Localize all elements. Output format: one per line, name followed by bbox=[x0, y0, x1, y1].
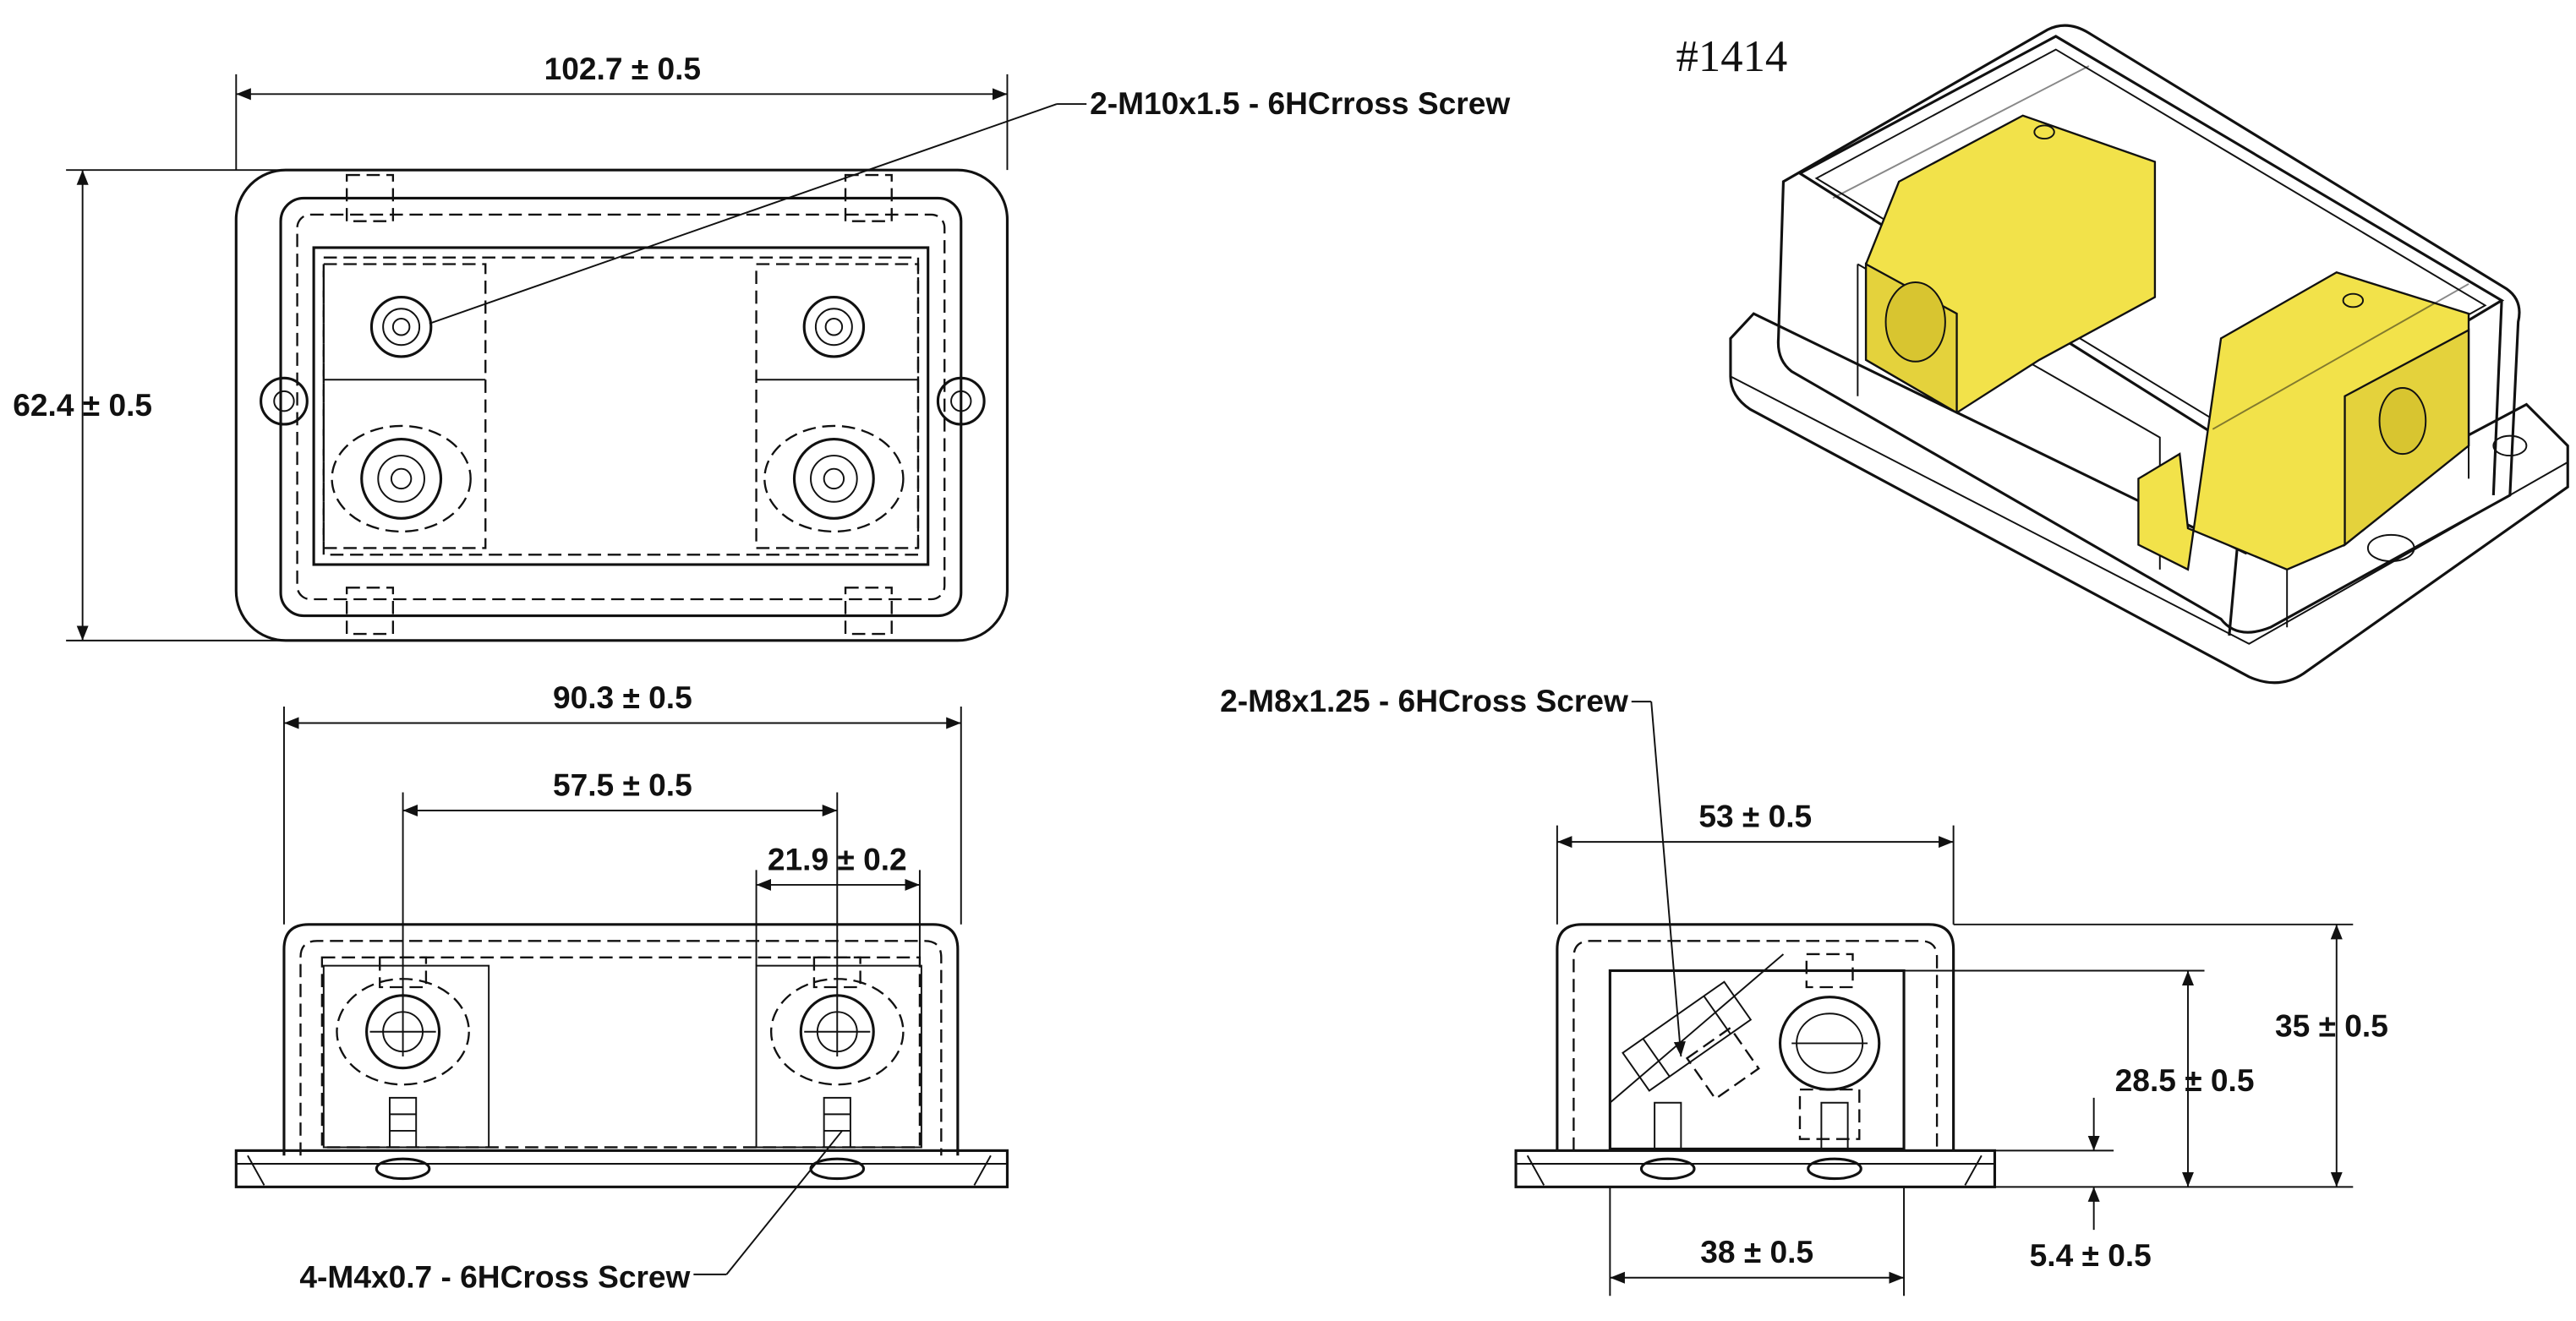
side-inner-height-label: 28.5 ± 0.5 bbox=[2115, 1062, 2255, 1098]
top-view bbox=[234, 168, 1009, 642]
top-height-dimension: 62.4 ± 0.5 bbox=[13, 169, 282, 641]
top-height-label: 62.4 ± 0.5 bbox=[13, 387, 152, 423]
side-height-dimension: 35 ± 0.5 bbox=[1953, 923, 2388, 1188]
top-width-label: 102.7 ± 0.5 bbox=[544, 51, 701, 86]
side-inner-width-dimension: 38 ± 0.5 bbox=[1609, 1187, 1906, 1296]
top-screw-label: 2-M10x1.5 - 6HCrross Screw bbox=[1090, 85, 1510, 121]
side-base-height-label: 5.4 ± 0.5 bbox=[2030, 1237, 2152, 1273]
top-screw-callout: 2-M10x1.5 - 6HCrross Screw bbox=[429, 85, 1510, 325]
front-view bbox=[234, 923, 1009, 1188]
front-width-dimension: 90.3 ± 0.5 bbox=[282, 680, 962, 925]
model-number: #1414 bbox=[1676, 32, 1787, 81]
side-base-height-dimension: 5.4 ± 0.5 bbox=[1994, 1097, 2152, 1273]
side-height-label: 35 ± 0.5 bbox=[2275, 1008, 2388, 1044]
front-terminal-dimension: 21.9 ± 0.2 bbox=[755, 841, 921, 966]
top-width-dimension: 102.7 ± 0.5 bbox=[235, 51, 1009, 171]
base-screw-callout: 4-M4x0.7 - 6HCross Screw bbox=[299, 1130, 843, 1294]
side-width-label: 53 ± 0.5 bbox=[1698, 799, 1812, 834]
isometric-view bbox=[1729, 24, 2569, 685]
side-view bbox=[1514, 923, 1997, 1188]
front-spacing-label: 57.5 ± 0.5 bbox=[553, 767, 692, 802]
front-width-label: 90.3 ± 0.5 bbox=[553, 680, 692, 715]
base-screw-label: 4-M4x0.7 - 6HCross Screw bbox=[299, 1258, 690, 1294]
front-terminal-label: 21.9 ± 0.2 bbox=[768, 841, 907, 876]
side-inner-height-dimension: 28.5 ± 0.5 bbox=[1904, 969, 2255, 1187]
side-inner-width-label: 38 ± 0.5 bbox=[1700, 1234, 1813, 1269]
side-screw-callout: 2-M8x1.25 - 6HCross Screw bbox=[1220, 683, 1686, 1057]
front-spacing-dimension: 57.5 ± 0.5 bbox=[402, 767, 839, 1057]
side-screw-label: 2-M8x1.25 - 6HCross Screw bbox=[1220, 683, 1628, 718]
side-width-dimension: 53 ± 0.5 bbox=[1556, 799, 1955, 925]
